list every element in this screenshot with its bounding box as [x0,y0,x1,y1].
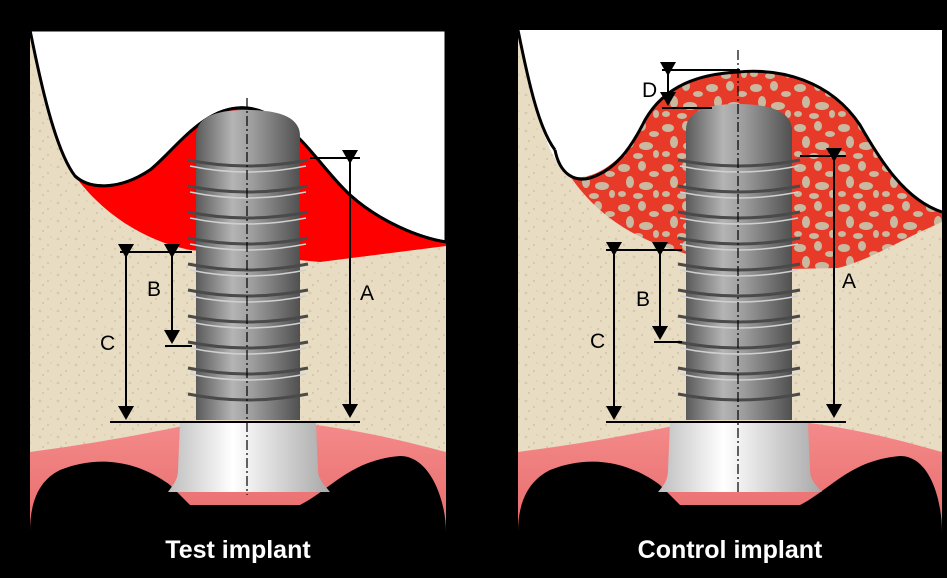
test-implant-caption: Test implant [30,536,446,565]
control-implant-caption: Control implant [518,536,942,565]
implant-body [188,110,308,420]
label-d: D [642,79,657,102]
test-panel: A B C [30,30,446,532]
abutment [168,423,330,492]
label-b: B [147,278,161,301]
label-b: B [636,288,650,311]
label-c: C [100,332,115,355]
implant-body [678,104,800,420]
label-a: A [360,282,374,305]
control-panel: D A B C [518,30,942,532]
label-c: C [590,330,605,353]
label-a: A [842,270,856,293]
abutment [658,423,822,492]
